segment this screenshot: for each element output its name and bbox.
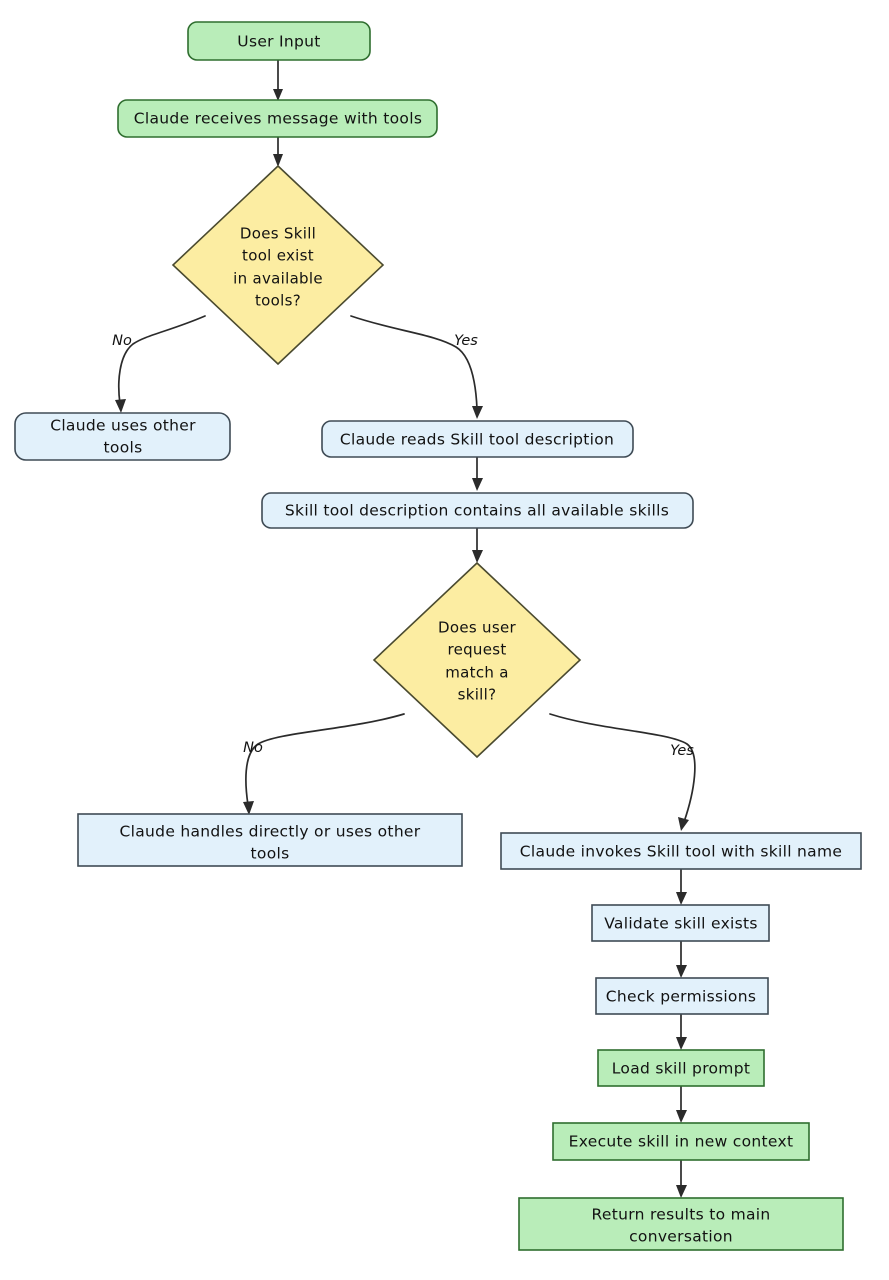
node-return-results-to-main-conversation[interactable]: Return results to main conversation [518,1197,844,1251]
edge-skill-exists-no [115,315,206,413]
node-claude-handles-directly-shape [77,813,463,867]
node-does-user-request-match-skill-line-4: skill? [458,686,497,704]
node-claude-uses-other-tools[interactable]: Claude uses other tools [14,412,231,461]
node-does-user-request-match-skill-line-2: request [447,641,506,659]
node-claude-uses-other-tools-shape [14,412,231,461]
node-validate-skill-exists-label: Validate skill exists [604,915,758,933]
node-claude-reads-skill-tool-description-label: Claude reads Skill tool description [340,431,614,449]
edge-claude-receives-to-skill-exists [273,135,283,167]
edge-contains-skills-to-match-skill [472,526,483,563]
node-claude-receives-message[interactable]: Claude receives message with tools [117,99,438,138]
node-check-permissions-label: Check permissions [606,988,756,1006]
node-validate-skill-exists[interactable]: Validate skill exists [591,904,770,942]
node-check-permissions-shape [595,977,769,1015]
node-does-user-request-match-skill-line-3: match a [445,664,509,682]
node-skill-tool-description-contains-skills-shape [261,492,694,529]
node-validate-skill-exists-shape [591,904,770,942]
edge-execute-skill-to-return-results [676,1159,687,1198]
node-claude-reads-skill-tool-description-shape [321,420,634,458]
edge-user-input-to-claude-receives [273,59,283,101]
edge-skill-exists-yes [350,315,483,419]
edge-check-permissions-to-load-prompt [676,1013,687,1050]
node-claude-receives-message-shape [117,99,438,138]
node-return-results-to-main-conversation-line-2: conversation [629,1228,733,1246]
node-claude-receives-message-label: Claude receives message with tools [134,110,422,128]
node-does-user-request-match-skill-line-1: Does user [438,619,516,637]
node-claude-uses-other-tools-line-1: Claude uses other [50,417,196,435]
node-does-skill-tool-exist-line-4: tools? [255,292,301,310]
node-user-input-label: User Input [237,33,320,51]
node-load-skill-prompt-shape [597,1049,765,1087]
node-claude-handles-directly-line-2: tools [251,845,290,863]
node-execute-skill-in-new-context-shape [552,1122,810,1161]
edge-load-prompt-to-execute-skill [676,1085,687,1123]
edge-labels-layer: No Yes No Yes [112,333,694,759]
node-claude-invokes-skill-tool-shape [500,832,862,870]
edge-label-skill-exists-yes: Yes [454,333,478,349]
node-return-results-to-main-conversation-shape [518,1197,844,1251]
node-execute-skill-in-new-context-label: Execute skill in new context [569,1133,794,1151]
edge-reads-desc-to-contains-skills [472,455,483,491]
node-claude-handles-directly-line-1: Claude handles directly or uses other [120,823,421,841]
node-user-input[interactable]: User Input [187,21,371,61]
node-claude-handles-directly[interactable]: Claude handles directly or uses other to… [77,813,463,867]
node-check-permissions[interactable]: Check permissions [595,977,769,1015]
node-does-user-request-match-skill[interactable]: Does user request match a skill? [372,561,582,759]
node-skill-tool-description-contains-skills[interactable]: Skill tool description contains all avai… [261,492,694,529]
node-user-input-shape [187,21,371,61]
edge-label-match-skill-yes: Yes [670,743,694,759]
node-execute-skill-in-new-context[interactable]: Execute skill in new context [552,1122,810,1161]
node-does-skill-tool-exist[interactable]: Does Skill tool exist in available tools… [171,164,385,366]
node-load-skill-prompt[interactable]: Load skill prompt [597,1049,765,1087]
node-does-skill-tool-exist-shape [171,164,385,366]
edge-label-skill-exists-no: No [112,333,132,349]
node-claude-invokes-skill-tool-label: Claude invokes Skill tool with skill nam… [520,843,842,861]
node-load-skill-prompt-label: Load skill prompt [612,1060,750,1078]
edges-layer [115,59,696,1198]
node-does-user-request-match-skill-shape [372,561,582,759]
node-does-skill-tool-exist-line-1: Does Skill [240,225,316,243]
node-does-skill-tool-exist-line-3: in available [233,270,323,288]
node-claude-invokes-skill-tool[interactable]: Claude invokes Skill tool with skill nam… [500,832,862,870]
edge-match-skill-no [243,713,405,815]
node-does-skill-tool-exist-line-2: tool exist [242,247,314,265]
edge-label-match-skill-no: No [243,740,263,756]
nodes-layer: User Input Claude receives message with … [14,21,862,1251]
node-claude-reads-skill-tool-description[interactable]: Claude reads Skill tool description [321,420,634,458]
node-claude-uses-other-tools-line-2: tools [104,439,143,457]
edge-match-skill-yes [549,713,696,831]
edge-invokes-skill-to-validate [676,868,687,905]
node-skill-tool-description-contains-skills-label: Skill tool description contains all avai… [285,502,669,520]
node-return-results-to-main-conversation-line-1: Return results to main [591,1206,770,1224]
edge-validate-to-check-permissions [676,940,687,978]
